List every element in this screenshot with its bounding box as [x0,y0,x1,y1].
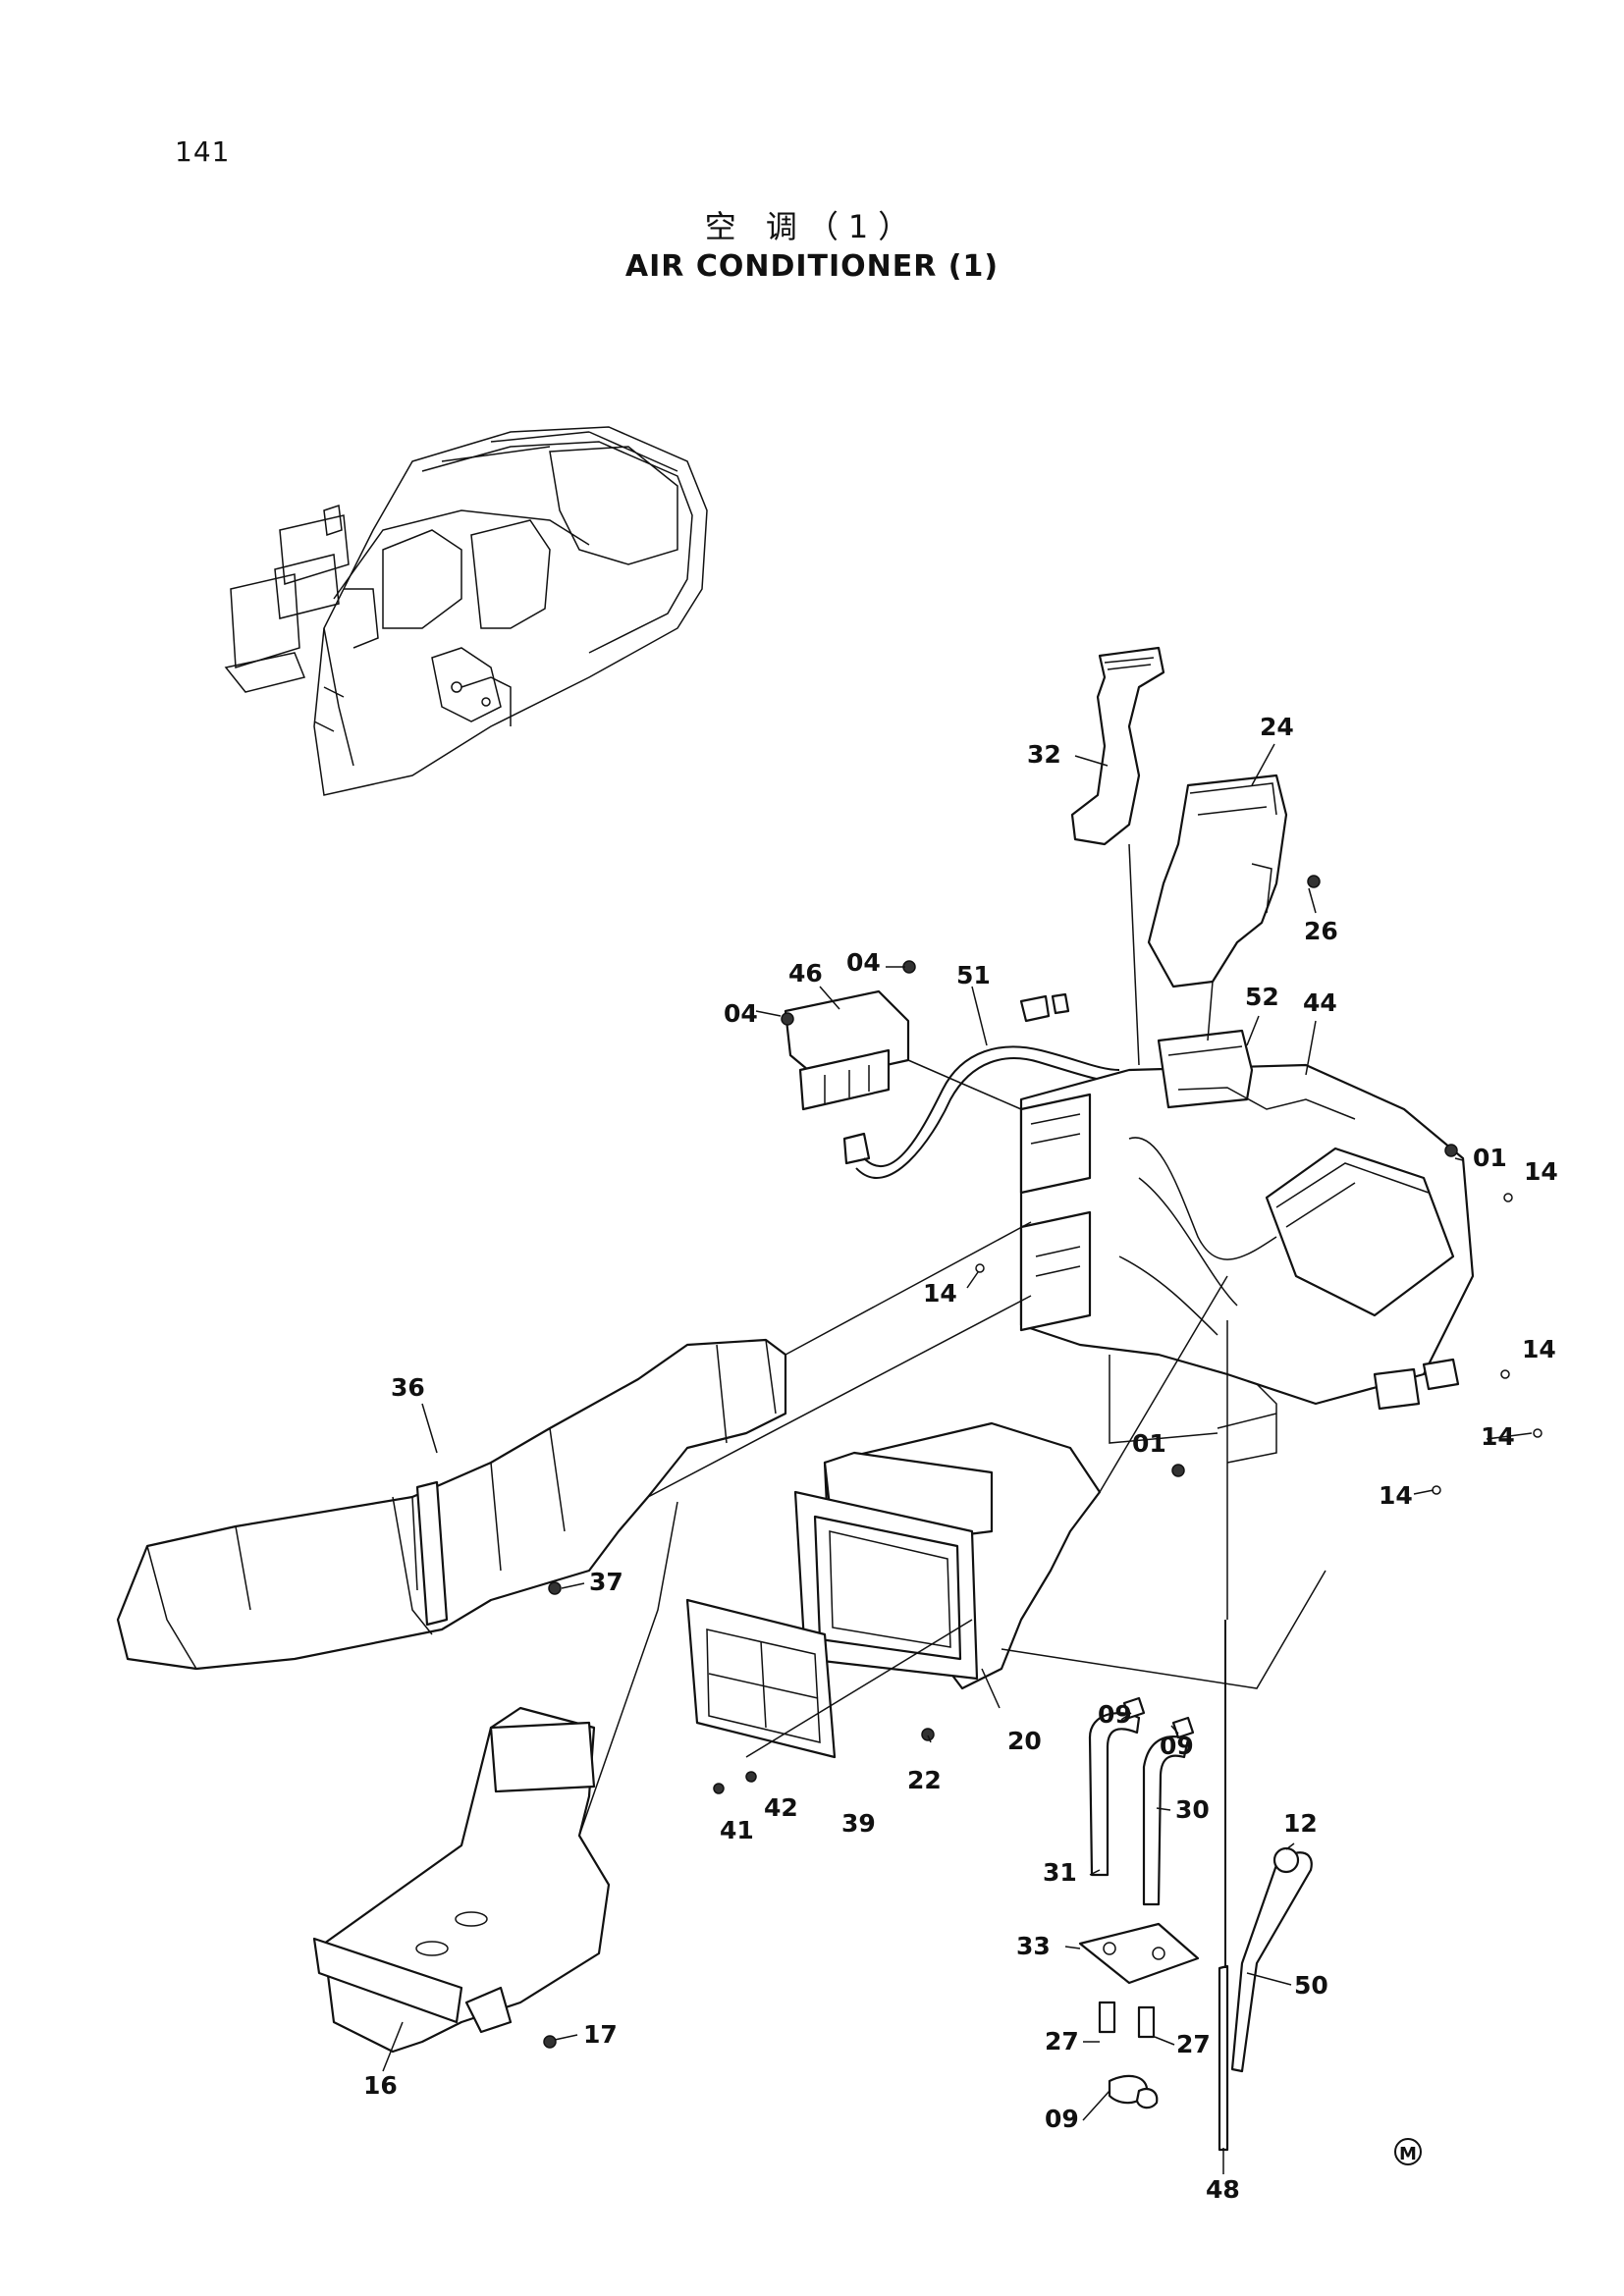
callout: 26 [1304,917,1338,945]
title-english: AIR CONDITIONER (1) [624,249,1000,284]
vent-duct-32 [1070,646,1165,846]
callout: 32 [1027,740,1061,769]
callout: 44 [1303,988,1337,1017]
callout: 37 [589,1568,623,1596]
callout: 48 [1206,2175,1240,2204]
callout: 36 [391,1373,425,1402]
assembly-lines [578,843,1326,1837]
duct-24 [1147,774,1288,988]
callout: 09 [1045,2105,1079,2133]
callout: 52 [1245,983,1279,1011]
main-unit-44 [1019,1029,1475,1464]
title-chinese: 空 调（1） [704,208,920,245]
callout: 22 [907,1766,942,1794]
hoses-and-pipes [1078,1620,1313,2152]
callout: 20 [1007,1727,1042,1755]
callout: 39 [841,1809,876,1838]
callout: 16 [363,2071,398,2100]
callout: 04 [724,999,758,1028]
callout: 24 [1260,713,1294,741]
callout: 09 [1160,1732,1194,1760]
callout: 41 [720,1816,754,1844]
callout: 14 [1524,1157,1558,1186]
callout: 30 [1175,1795,1210,1824]
callout: 14 [1379,1481,1413,1510]
callout: 51 [956,961,991,989]
callout: 50 [1294,1971,1328,2000]
duct-36 [116,1338,787,1671]
circled-m-mark: M [1394,2138,1422,2165]
callout: 14 [923,1279,957,1308]
mark-letter: M [1399,2144,1417,2164]
callout: 01 [1473,1144,1507,1172]
callout: 27 [1176,2030,1211,2058]
controller-46 [784,989,910,1165]
callout: 14 [1522,1335,1556,1363]
callout: 42 [764,1793,798,1822]
callout-labels: 24 32 26 46 04 04 51 52 44 01 14 14 36 1… [363,713,1558,2204]
callout: 17 [583,2020,618,2049]
callout: 09 [1098,1700,1132,1729]
duct-16 [312,1706,611,2054]
callout: 04 [846,948,881,977]
hardware [543,875,1543,2049]
leader-lines [382,743,1533,2174]
callout: 12 [1283,1809,1318,1838]
harness-51 [855,992,1120,1179]
cab-overview-sketch [224,426,708,796]
page-number: 141 [175,135,231,168]
filter-case-20 [793,1421,1102,1690]
callout: 33 [1016,1932,1051,1960]
callout: 46 [788,959,823,988]
callout: 14 [1481,1422,1515,1451]
callout: 01 [1132,1429,1166,1458]
filter-39 [685,1598,837,1759]
callout: 31 [1043,1858,1077,1887]
callout: 27 [1045,2027,1079,2056]
